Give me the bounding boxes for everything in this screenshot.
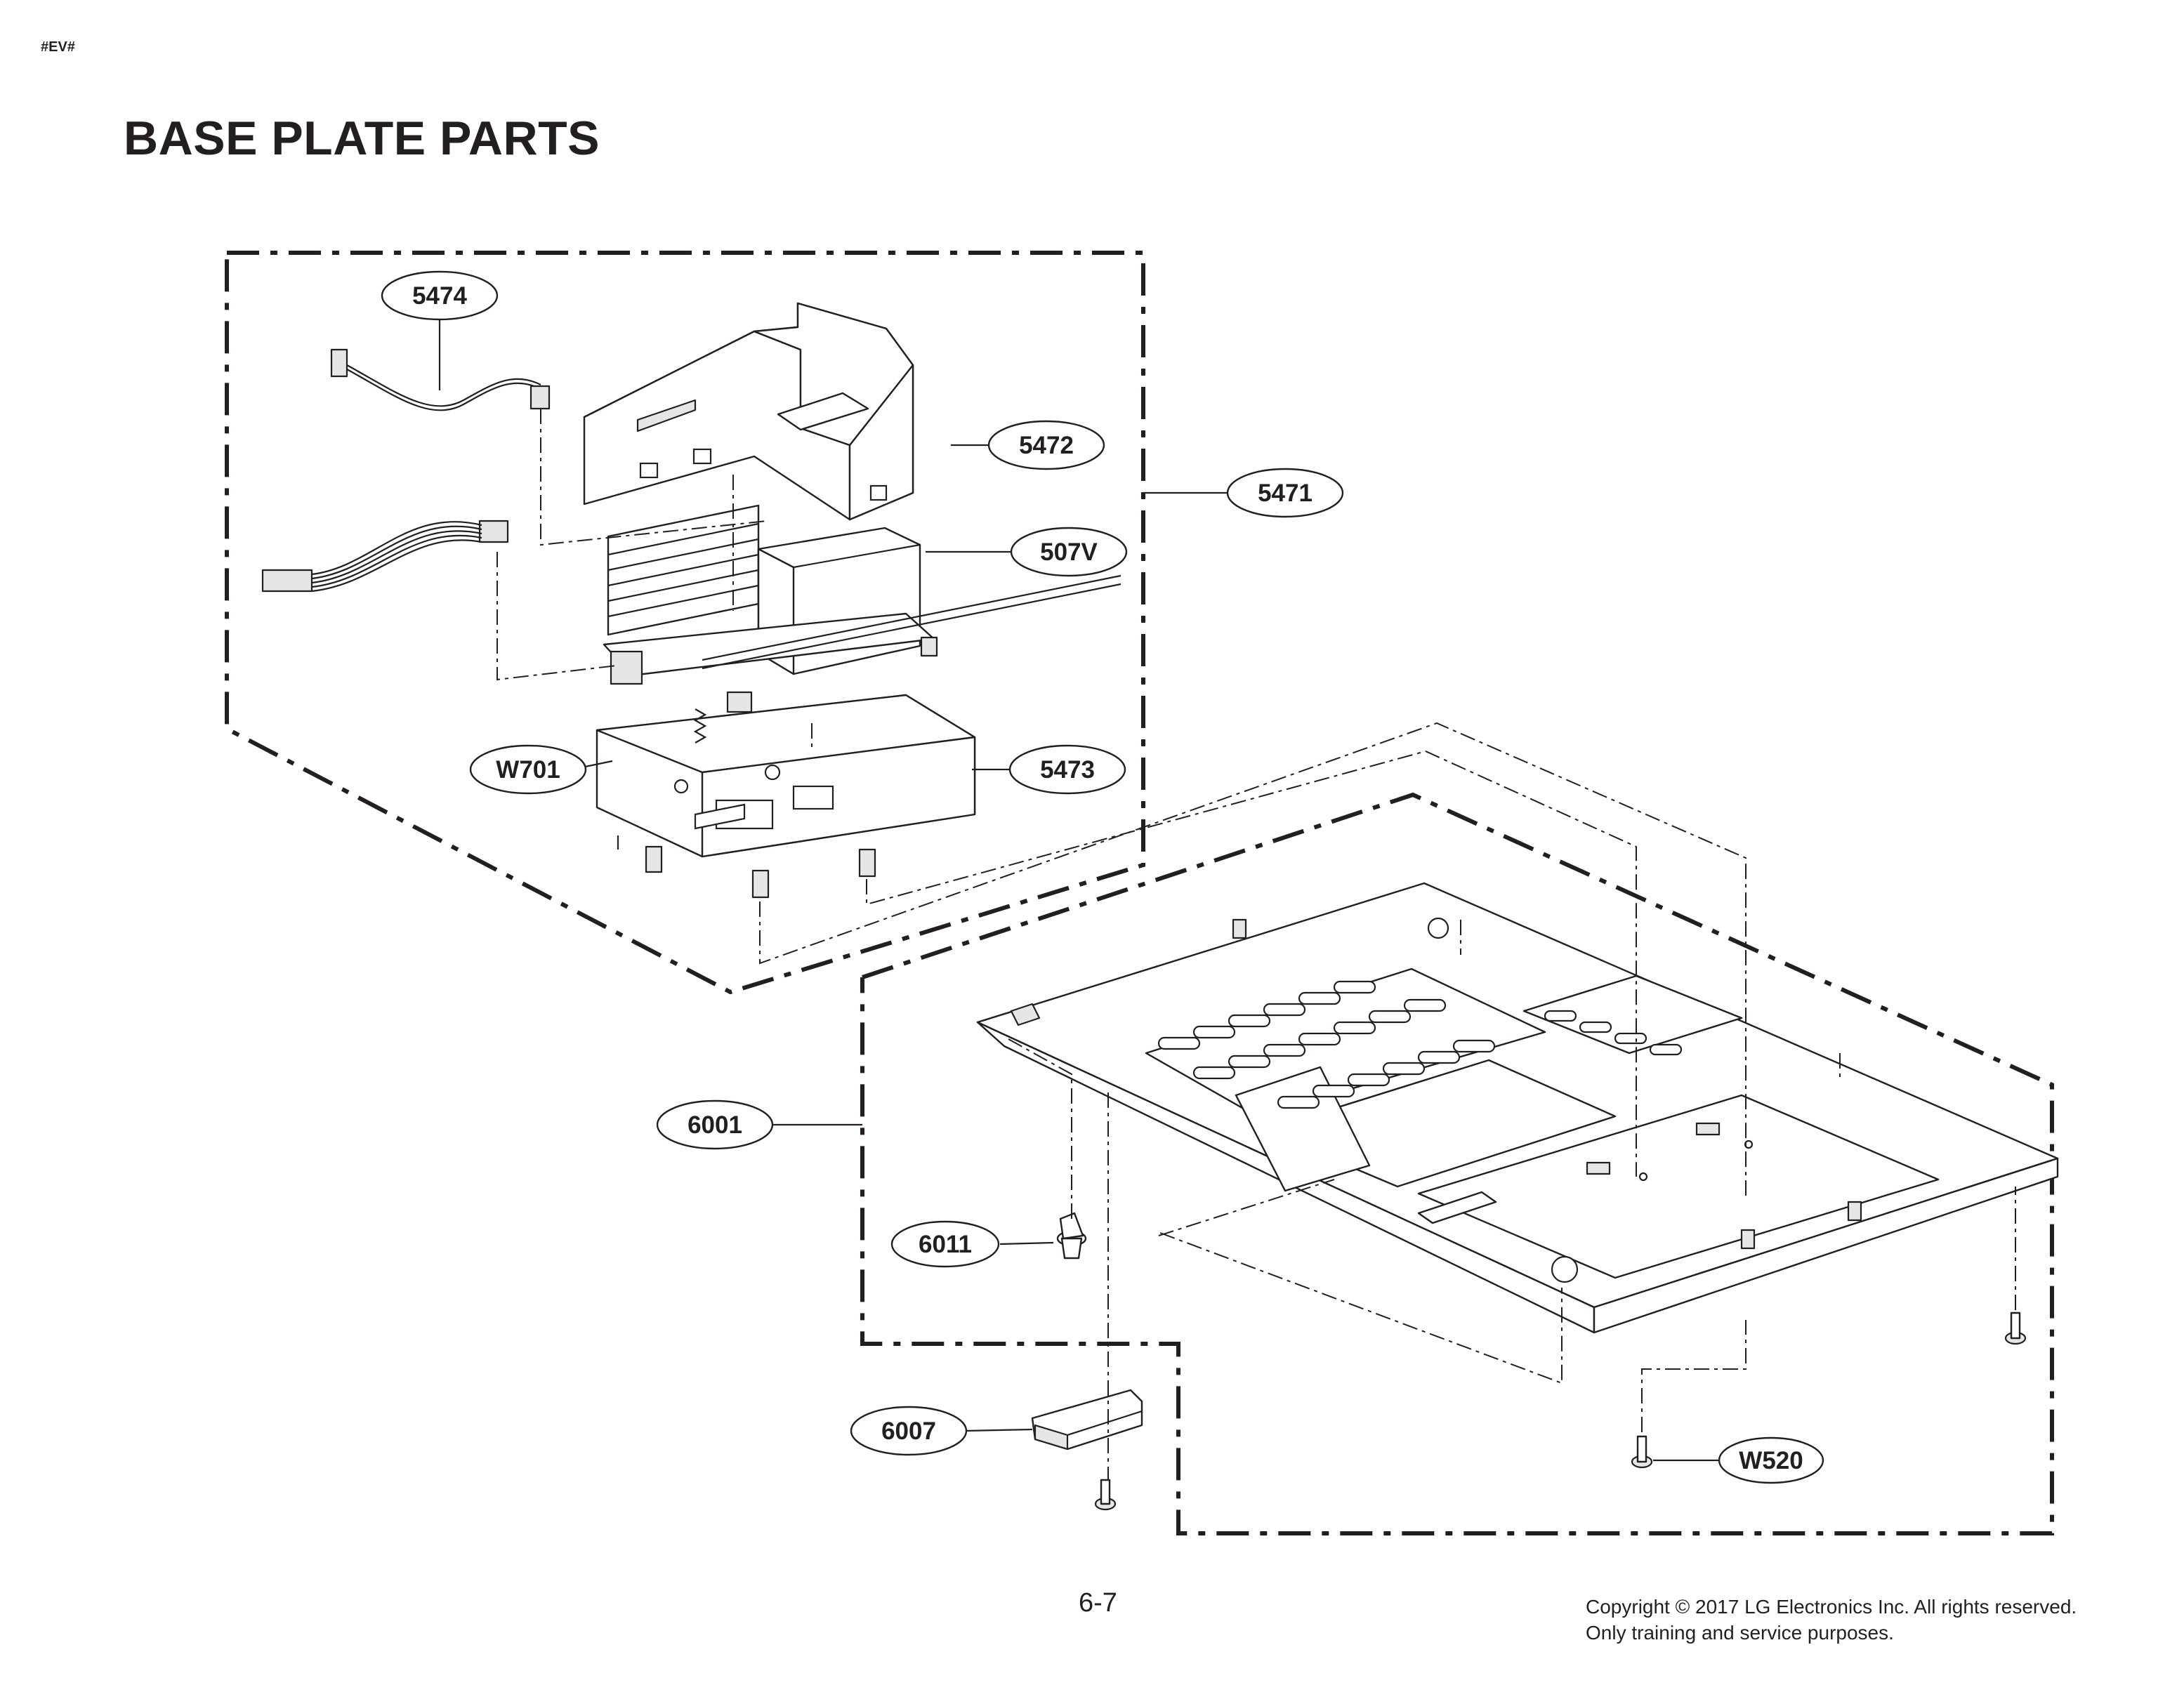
assembly-guide-lines bbox=[496, 409, 2016, 1480]
callout-5471: 5471 bbox=[1226, 468, 1344, 518]
clamp-6007 bbox=[1031, 1389, 1143, 1451]
callout-label: W520 bbox=[1739, 1447, 1803, 1474]
wire-harness-5474 bbox=[330, 348, 551, 411]
callout-6011: 6011 bbox=[890, 1220, 1000, 1268]
callout-507V: 507V bbox=[1010, 527, 1128, 577]
page-number: 6-7 bbox=[1079, 1588, 1117, 1618]
callout-label: 5474 bbox=[412, 282, 467, 310]
callout-W520: W520 bbox=[1718, 1436, 1824, 1484]
screw-right bbox=[2004, 1311, 2027, 1345]
callout-label: 5473 bbox=[1040, 756, 1095, 784]
callout-label: W701 bbox=[496, 756, 560, 784]
screw-6007 bbox=[1094, 1479, 1117, 1511]
callout-5472: 5472 bbox=[987, 420, 1105, 470]
callout-label: 6007 bbox=[881, 1418, 936, 1445]
base-plate-6001 bbox=[976, 882, 2059, 1334]
usage-line: Only training and service purposes. bbox=[1586, 1622, 1894, 1644]
screw-w520 bbox=[1631, 1435, 1653, 1469]
callout-label: 507V bbox=[1040, 538, 1098, 566]
callout-5474: 5474 bbox=[381, 270, 499, 321]
page-title: BASE PLATE PARTS bbox=[124, 112, 600, 165]
copyright-line: Copyright © 2017 LG Electronics Inc. All… bbox=[1586, 1596, 2077, 1618]
callout-label: 5472 bbox=[1019, 432, 1074, 459]
ribbon-cable bbox=[261, 520, 509, 593]
callout-W701: W701 bbox=[469, 744, 587, 795]
callout-label: 6011 bbox=[919, 1231, 972, 1258]
bracket-5473 bbox=[596, 694, 976, 899]
callout-5473: 5473 bbox=[1008, 744, 1126, 795]
upper-assembly-group-box bbox=[225, 251, 1145, 995]
callout-label: 5471 bbox=[1258, 480, 1313, 507]
callout-6007: 6007 bbox=[850, 1406, 968, 1456]
document-code: #EV# bbox=[41, 39, 75, 55]
cover-5472 bbox=[583, 302, 914, 521]
base-plate-group-box bbox=[860, 792, 2054, 1535]
transformer-507V bbox=[603, 504, 1121, 713]
copyright-notice: Copyright © 2017 LG Electronics Inc. All… bbox=[1586, 1594, 2077, 1646]
rivet-6011 bbox=[1056, 1212, 1087, 1260]
vent-slots bbox=[1157, 980, 1683, 1109]
callout-6001: 6001 bbox=[656, 1099, 774, 1150]
callout-label: 6001 bbox=[688, 1111, 742, 1139]
